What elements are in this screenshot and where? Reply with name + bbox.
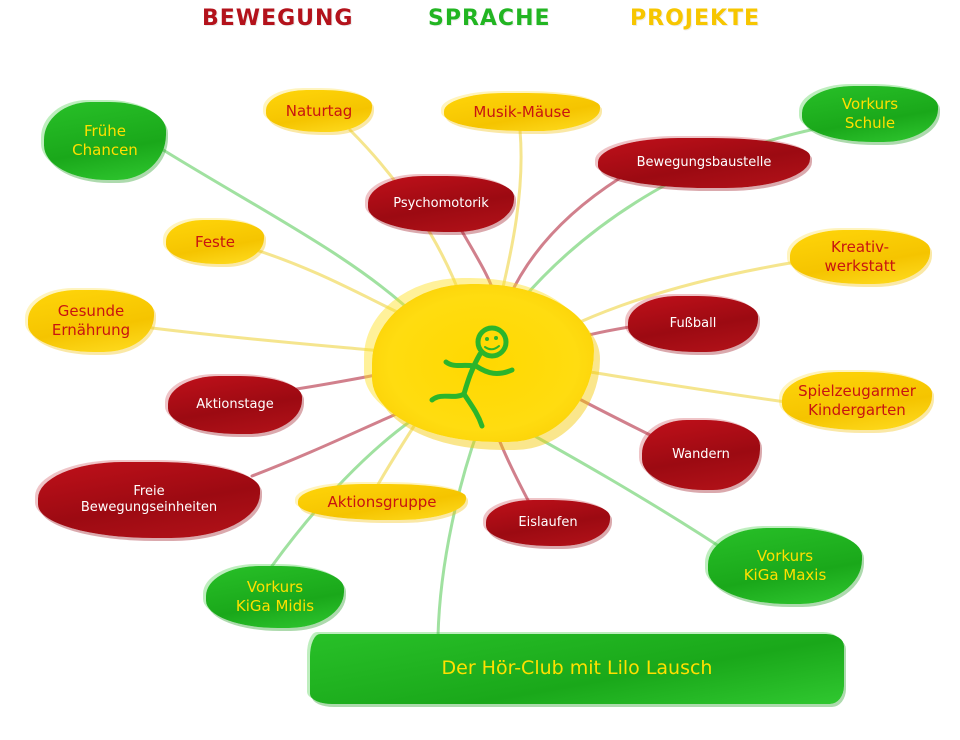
- node-hoer-club: Der Hör-Club mit Lilo Lausch: [310, 634, 844, 704]
- node-vorkurs-schule: Vorkurs Schule: [802, 86, 938, 142]
- node-freie-bewegungseinheiten: Freie Bewegungseinheiten: [38, 462, 260, 538]
- node-vorkurs-kiga-midis: Vorkurs KiGa Midis: [206, 566, 344, 628]
- legend-bewegung: BEWEGUNG: [202, 6, 354, 31]
- node-fussball: Fußball: [628, 296, 758, 352]
- node-label: Spielzeugarmer Kindergarten: [798, 382, 916, 419]
- node-label: Eislaufen: [518, 514, 578, 530]
- node-bewegungsbaustelle: Bewegungsbaustelle: [598, 138, 810, 188]
- connector-gesunde-ernaehrung: [150, 326, 394, 354]
- center-blob: [372, 284, 594, 442]
- node-label: Kreativ- werkstatt: [824, 238, 896, 275]
- connector-vorkurs-kiga-midis: [270, 418, 414, 568]
- node-musik-maeuse: Musik-Mäuse: [444, 93, 600, 131]
- node-kreativwerkstatt: Kreativ- werkstatt: [790, 230, 930, 284]
- node-eislaufen: Eislaufen: [486, 500, 610, 546]
- running-stick-figure-icon: [429, 325, 515, 429]
- connector-kreativwerkstatt: [578, 260, 798, 324]
- legend-projekte: PROJEKTE: [630, 6, 761, 31]
- connector-spielzeugarmer-kindergarten: [588, 370, 788, 404]
- connector-musik-maeuse: [498, 128, 523, 302]
- node-label: Freie Bewegungseinheiten: [80, 483, 218, 515]
- node-label: Aktionsgruppe: [327, 492, 437, 511]
- node-label: Musik-Mäuse: [473, 102, 571, 121]
- node-psychomotorik: Psychomotorik: [368, 176, 514, 232]
- node-label: Aktionstage: [196, 396, 274, 412]
- connector-hoer-club: [436, 428, 480, 638]
- node-label: Wandern: [672, 446, 730, 462]
- node-label: Frühe Chancen: [72, 122, 138, 159]
- node-label: Vorkurs KiGa Maxis: [743, 547, 827, 584]
- node-aktionstage: Aktionstage: [168, 376, 302, 434]
- node-label: Vorkurs Schule: [841, 95, 899, 132]
- node-naturtag: Naturtag: [266, 90, 372, 132]
- node-fruehe-chancen: Frühe Chancen: [44, 102, 166, 180]
- node-gesunde-ernaehrung: Gesunde Ernährung: [28, 290, 154, 352]
- node-label: Vorkurs KiGa Midis: [235, 578, 315, 615]
- node-label: Bewegungsbaustelle: [636, 154, 772, 170]
- connector-bewegungsbaustelle: [506, 176, 622, 302]
- node-label: Der Hör-Club mit Lilo Lausch: [441, 657, 713, 680]
- node-label: Feste: [195, 232, 235, 251]
- connector-feste: [248, 246, 412, 320]
- connector-wandern: [568, 392, 662, 442]
- node-wandern: Wandern: [642, 420, 760, 490]
- node-aktionsgruppe: Aktionsgruppe: [298, 484, 466, 520]
- node-vorkurs-kiga-maxis: Vorkurs KiGa Maxis: [708, 528, 862, 604]
- node-spielzeugarmer-kindergarten: Spielzeugarmer Kindergarten: [782, 372, 932, 430]
- node-label: Gesunde Ernährung: [51, 302, 131, 339]
- node-label: Fußball: [669, 315, 717, 331]
- legend-sprache: SPRACHE: [428, 6, 551, 31]
- node-label: Naturtag: [285, 101, 353, 120]
- connector-vorkurs-schule: [518, 124, 832, 304]
- node-label: Psychomotorik: [393, 195, 489, 211]
- node-feste: Feste: [166, 220, 264, 264]
- connector-fruehe-chancen: [158, 146, 422, 322]
